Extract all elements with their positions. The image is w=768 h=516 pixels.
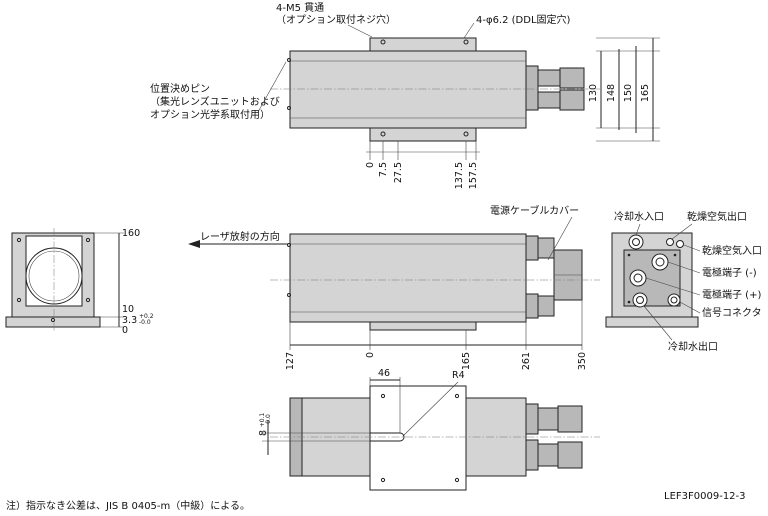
- vdim-130: 130: [588, 84, 599, 102]
- electrode-positive: [629, 269, 647, 287]
- hdim-157-5: 157.5: [468, 162, 479, 189]
- connector-nut: [559, 67, 585, 89]
- r4-slot: [399, 432, 405, 442]
- top-hole: [380, 131, 386, 137]
- label-r4: R4: [452, 370, 465, 381]
- rear-base-plate: [605, 316, 699, 328]
- top-flange: [369, 37, 477, 52]
- dim-3-3: 3.3: [122, 315, 137, 326]
- label-cool-out: 冷却水出口: [668, 340, 718, 353]
- dry-air-outlet: [666, 238, 674, 246]
- drawing-number: LEF3F0009-12-3: [664, 491, 746, 502]
- dim-46: 46: [378, 368, 390, 379]
- side-base: [369, 321, 477, 331]
- top-view: 130 148 150 165 0 7.5 27.5 137.5 157.5 4…: [150, 2, 660, 189]
- bottom-tol-upper: +0.1: [259, 413, 266, 428]
- label-elec-neg: 電極端子 (-): [702, 266, 757, 279]
- bottom-flange: [369, 127, 477, 142]
- laser-arrow-icon: [188, 240, 200, 248]
- side-dim-165: 165: [461, 352, 472, 370]
- hdim-27-5: 27.5: [393, 162, 404, 183]
- label-elec-pos: 電極端子 (+): [702, 288, 761, 301]
- hdim-7-5: 7.5: [378, 162, 389, 177]
- side-dim-127: 127: [285, 352, 296, 370]
- label-dry-air-in: 乾燥空気入口: [702, 244, 762, 257]
- cable-cover-label: 電源ケーブルカバー: [490, 204, 579, 217]
- cooling-water-inlet: [628, 234, 644, 250]
- label-ddl: 4-φ6.2 (DDL固定穴): [476, 13, 571, 26]
- connector-nut: [559, 89, 585, 111]
- pin-label-3: オプション光学系取付用）: [150, 108, 270, 121]
- locating-pin: [287, 106, 291, 110]
- side-view: レーザ放射の方向 電源ケーブルカバー 127 0 165 261 350: [188, 204, 600, 370]
- dim-0: 0: [122, 325, 128, 336]
- connector-gland: [537, 91, 561, 109]
- dim-160: 160: [122, 228, 140, 239]
- label-signal: 信号コネクタ: [702, 307, 762, 319]
- hdim-0: 0: [365, 162, 376, 168]
- dim-8: 8: [258, 430, 269, 436]
- side-main-body: [289, 233, 527, 323]
- laser-direction-label: レーザ放射の方向: [200, 230, 280, 243]
- electrode-negative: [651, 253, 669, 271]
- cooling-water-outlet: [632, 292, 648, 308]
- signal-connector: [667, 293, 681, 307]
- side-dim-261: 261: [521, 352, 532, 370]
- dry-air-inlet: [676, 240, 684, 248]
- tol-upper: +0.2: [139, 313, 154, 320]
- footer-note: 注）指示なき公差は、JIS B 0405-m（中級）による。: [6, 499, 250, 512]
- bottom-tol-lower: -0.0: [265, 414, 272, 426]
- vdim-148: 148: [606, 84, 617, 102]
- top-hole: [380, 39, 386, 45]
- label-m5-sub: （オプション取付ネジ穴）: [276, 13, 396, 26]
- bottom-view: 46 R4 8 +0.1 -0.0: [258, 368, 600, 491]
- label-dry-air-out: 乾燥空気出口: [687, 210, 747, 223]
- label-cool-in: 冷却水入口: [614, 210, 664, 223]
- side-dim-350: 350: [577, 352, 588, 370]
- vdim-165: 165: [640, 84, 651, 102]
- dim-10: 10: [122, 304, 134, 315]
- side-dim-0: 0: [365, 352, 376, 358]
- rear-view: 冷却水入口 乾燥空気出口 乾燥空気入口 電極端子 (-) 電極端子 (+) 信号…: [605, 210, 762, 353]
- front-view: 160 10 3.3 +0.2 -0.0 0: [5, 228, 154, 336]
- hdim-137-5: 137.5: [454, 162, 465, 189]
- vdim-150: 150: [623, 84, 634, 102]
- pin-label-2: （集光レンズユニットおよび: [150, 95, 280, 108]
- connector-gland: [537, 69, 561, 87]
- pin-label-1: 位置決めピン: [150, 82, 210, 95]
- tol-lower: -0.0: [139, 319, 151, 326]
- top-main-body: [289, 50, 527, 129]
- connector-block: [525, 65, 539, 111]
- top-hole: [463, 131, 469, 137]
- locating-pin: [287, 58, 291, 62]
- label-m5: 4-M5 貫通: [276, 2, 324, 14]
- top-hole: [463, 39, 469, 45]
- bottom-base-plate: [369, 385, 467, 491]
